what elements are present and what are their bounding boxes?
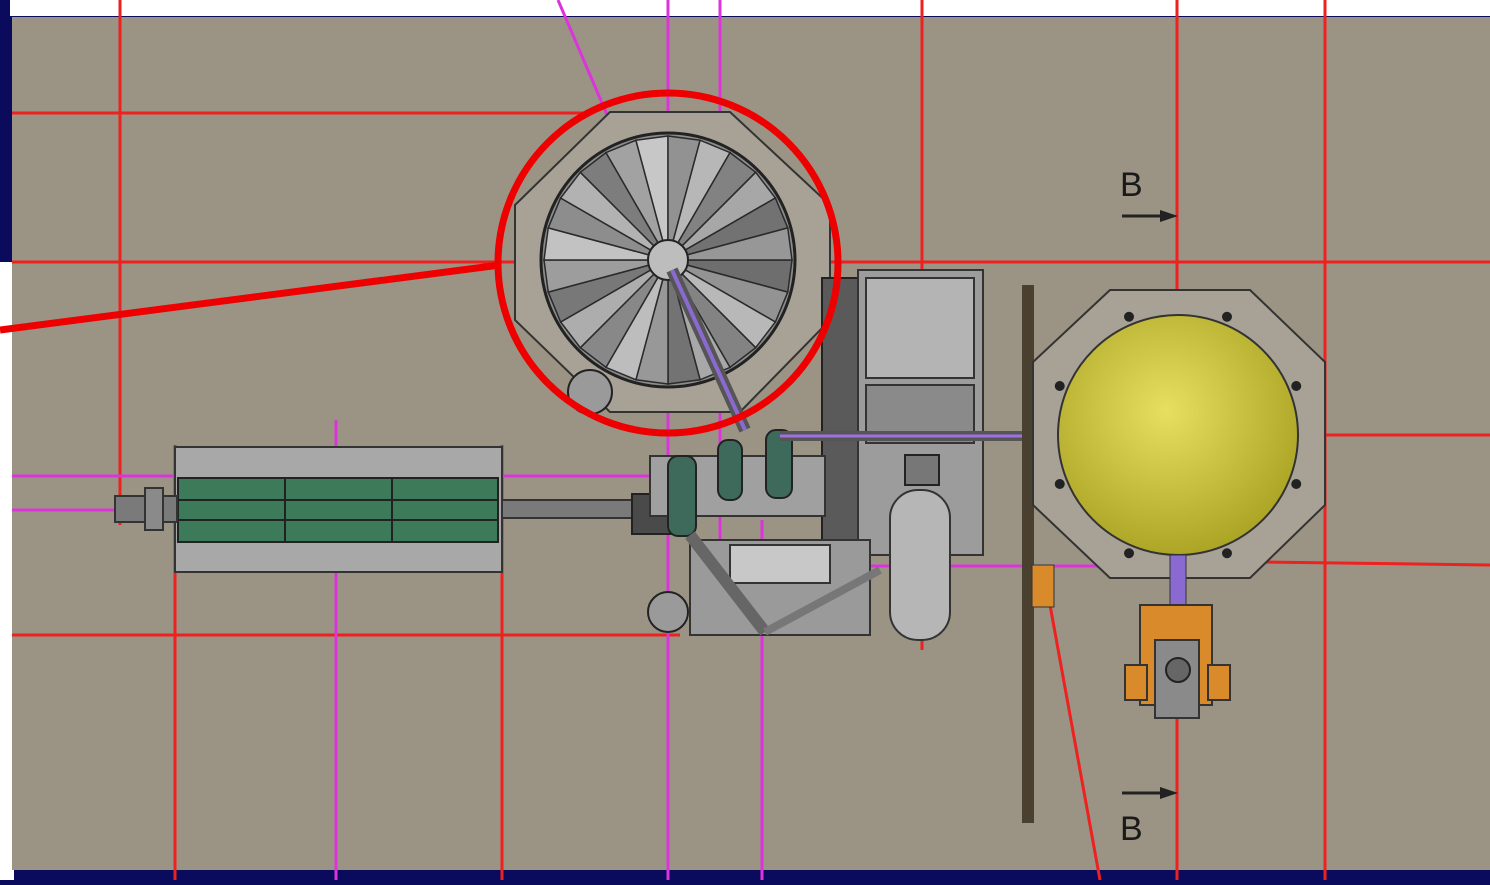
turntable-spoke bbox=[667, 226, 793, 261]
orange-bracket bbox=[1031, 564, 1055, 608]
highlight-callout bbox=[0, 89, 842, 437]
tank-bolt bbox=[1221, 548, 1232, 559]
section-marker-top: B bbox=[1120, 166, 1178, 222]
tank-bolt bbox=[1054, 478, 1065, 489]
callout-leader-line bbox=[0, 261, 501, 334]
tank-bolt bbox=[1291, 381, 1302, 392]
section-label-top: B bbox=[1120, 166, 1143, 204]
central-machinery bbox=[647, 269, 1180, 641]
section-marker-bottom: B bbox=[1120, 787, 1178, 848]
white-strip-top bbox=[10, 0, 1490, 16]
white-strip-left bbox=[0, 262, 14, 880]
turntable-assembly bbox=[514, 111, 831, 433]
roller-conveyor bbox=[114, 446, 673, 573]
drive-unit bbox=[1124, 604, 1231, 719]
yellow-tank-assembly bbox=[1032, 289, 1326, 636]
tank-bolt bbox=[1054, 381, 1065, 392]
tank-bolt bbox=[1124, 548, 1135, 559]
arrow-right-icon bbox=[1122, 787, 1178, 799]
section-label-bottom: B bbox=[1120, 810, 1143, 848]
tank-bolts bbox=[1054, 311, 1302, 559]
tank-bolt bbox=[1291, 478, 1302, 489]
tank-bolt bbox=[1124, 311, 1135, 322]
rail bbox=[1022, 285, 1034, 823]
arrow-right-icon bbox=[1122, 210, 1178, 222]
tank-bolt bbox=[1221, 311, 1232, 322]
